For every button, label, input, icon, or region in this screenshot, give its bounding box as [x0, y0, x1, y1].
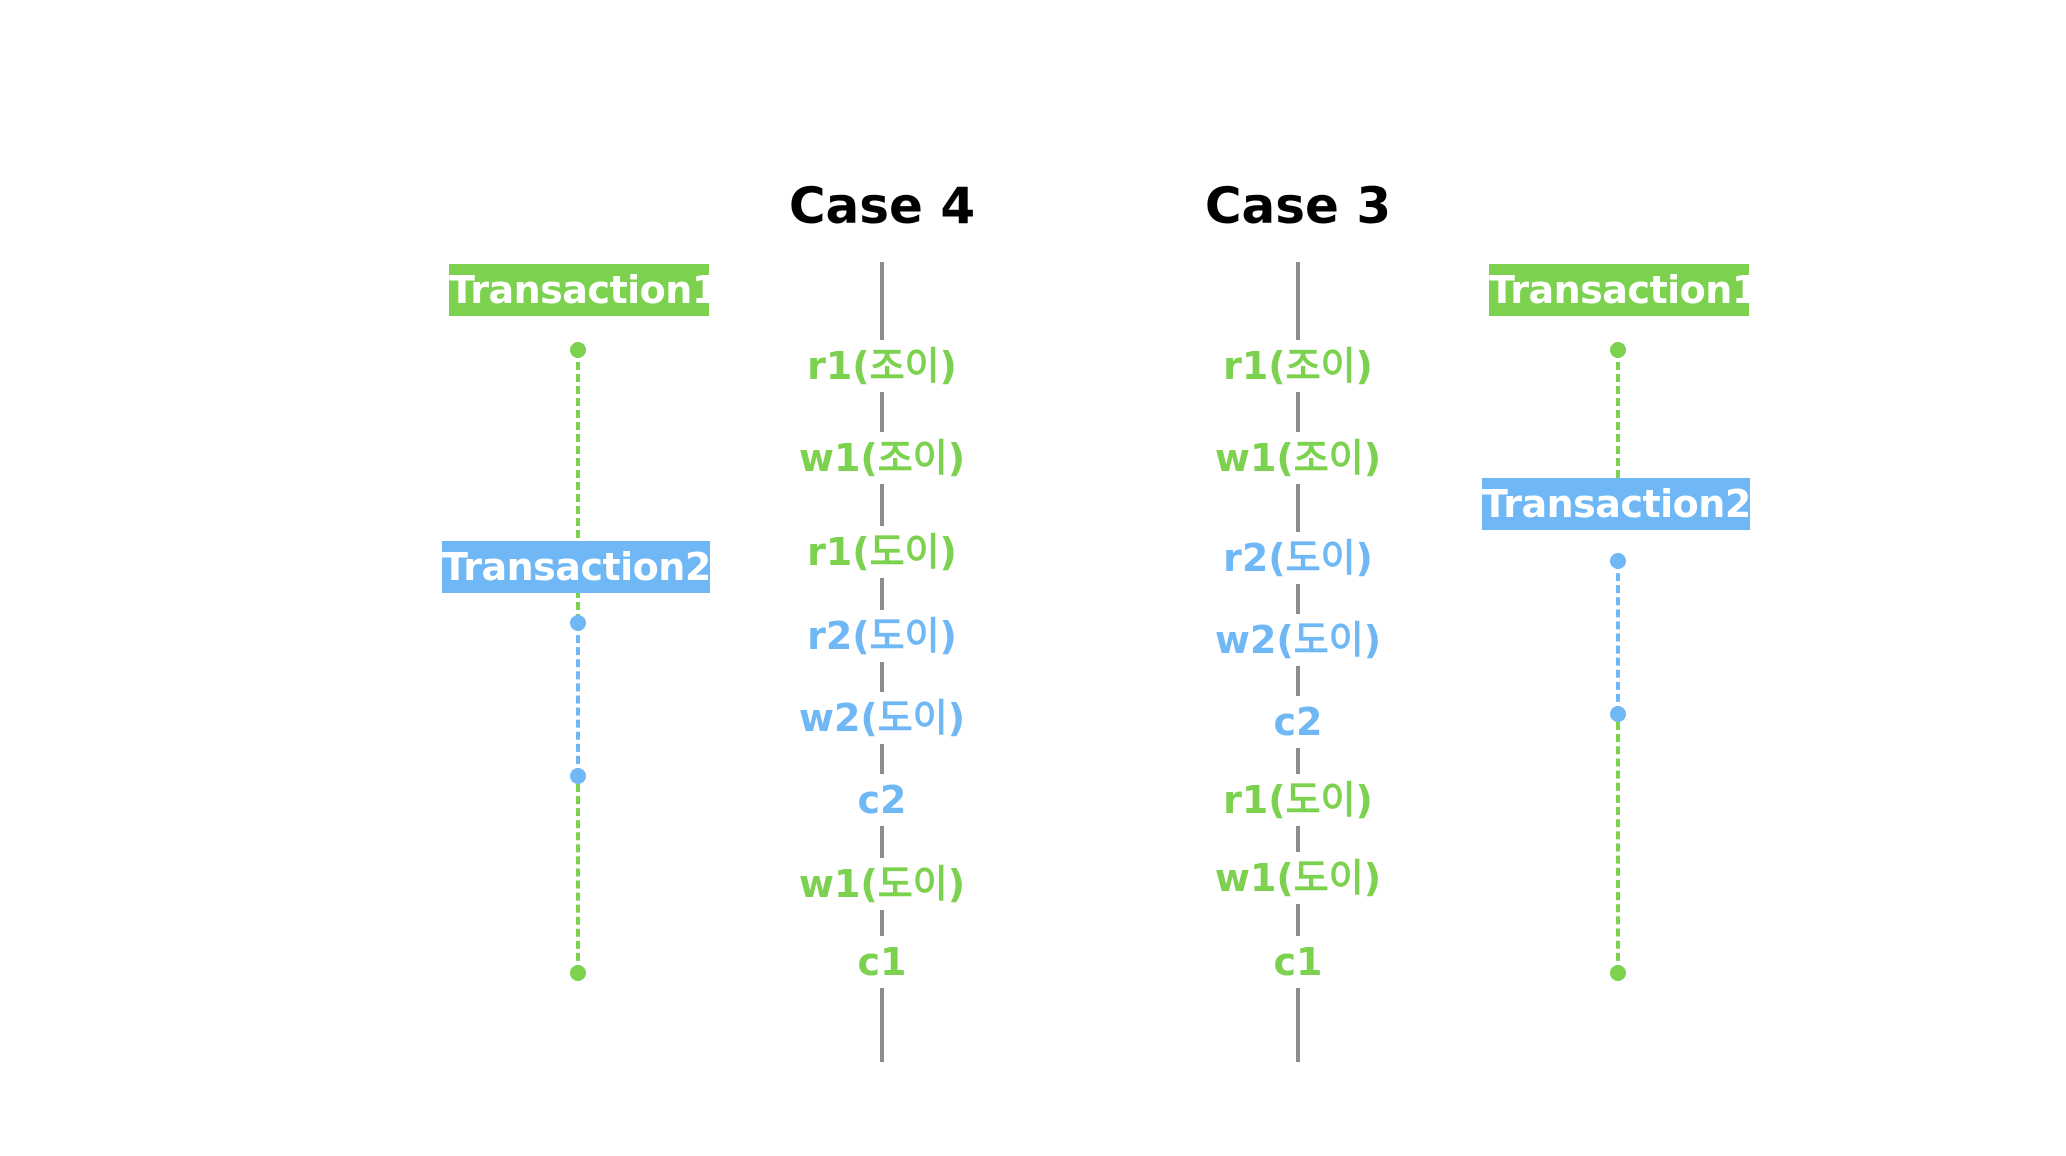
case-4-operation-3: r1(도이) [762, 526, 1002, 578]
case-3-operation-6: r1(도이) [1178, 774, 1418, 826]
operation-label: w1(조이) [792, 434, 972, 482]
left-transaction1-label: Transaction1 [449, 264, 718, 316]
case-4-operation-2: w1(조이) [762, 432, 1002, 484]
left-transaction1-start-dot [570, 342, 586, 358]
right-transaction2-label: Transaction2 [1482, 478, 1751, 530]
left-transaction1-end-dot [570, 965, 586, 981]
operation-label: w2(도이) [792, 694, 972, 742]
operation-label: w1(도이) [792, 860, 972, 908]
case-4-operation-8: c1 [762, 936, 1002, 988]
right-transaction1-span-bottom [1616, 722, 1620, 973]
case-4-title: Case 4 [788, 177, 976, 235]
left-transaction2-label: Transaction2 [442, 541, 711, 593]
operation-label: r1(도이) [1217, 776, 1379, 824]
case-3-operation-4: w2(도이) [1178, 614, 1418, 666]
case-3-operation-8: c1 [1178, 936, 1418, 988]
case-4-operation-6: c2 [762, 774, 1002, 826]
right-transaction1-span-top [1616, 350, 1620, 478]
right-transaction2-start-dot [1610, 553, 1626, 569]
case-4-operation-4: r2(도이) [762, 610, 1002, 662]
operation-label: c2 [851, 776, 913, 824]
right-transaction1-end-dot [1610, 965, 1626, 981]
operation-label: c1 [851, 938, 913, 986]
right-transaction1-start-dot [1610, 342, 1626, 358]
operation-label: w2(도이) [1208, 616, 1388, 664]
left-transaction2-start-dot [570, 615, 586, 631]
case-4-operation-5: w2(도이) [762, 692, 1002, 744]
case-3-operation-2: w1(조이) [1178, 432, 1418, 484]
case-4-operation-1: r1(조이) [762, 340, 1002, 392]
case-3-operation-7: w1(도이) [1178, 852, 1418, 904]
right-transaction2-span [1616, 561, 1620, 714]
operation-label: w1(조이) [1208, 434, 1388, 482]
left-transaction1-span-bottom [576, 784, 580, 973]
case-4-operation-7: w1(도이) [762, 858, 1002, 910]
case-3-title: Case 3 [1204, 177, 1392, 235]
operation-label: w1(도이) [1208, 854, 1388, 902]
case-3-operation-3: r2(도이) [1178, 532, 1418, 584]
operation-label: c1 [1267, 938, 1329, 986]
case-4-timeline [880, 262, 884, 1062]
operation-label: r1(조이) [801, 342, 963, 390]
operation-label: r2(도이) [1217, 534, 1379, 582]
operation-label: r2(도이) [801, 612, 963, 660]
operation-label: r1(도이) [801, 528, 963, 576]
case-3-operation-5: c2 [1178, 696, 1418, 748]
left-transaction2-span [576, 623, 580, 776]
operation-label: c2 [1267, 698, 1329, 746]
right-transaction2-end-dot [1610, 706, 1626, 722]
case-3-operation-1: r1(조이) [1178, 340, 1418, 392]
left-transaction2-end-dot [570, 768, 586, 784]
operation-label: r1(조이) [1217, 342, 1379, 390]
left-transaction1-span-top [576, 350, 580, 622]
right-transaction1-label: Transaction1 [1489, 264, 1758, 316]
